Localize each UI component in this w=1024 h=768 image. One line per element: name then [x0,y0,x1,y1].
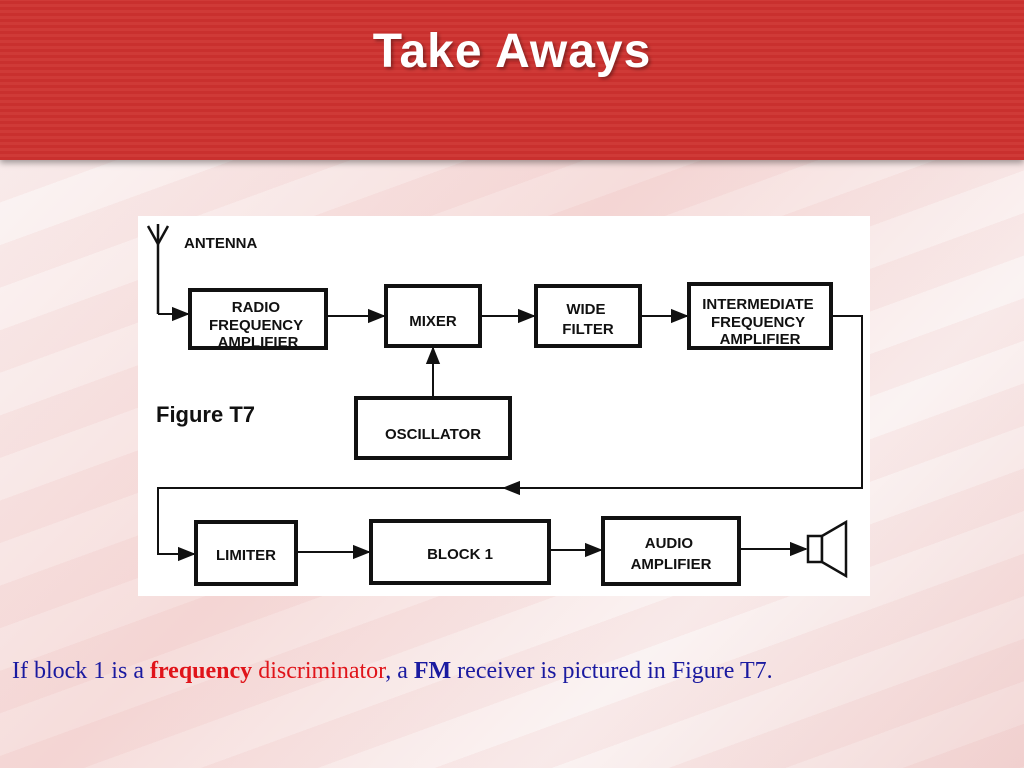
wide-filter-block [534,284,642,348]
receiver-block-diagram: ANTENNA RADIO FREQUENCY AMPLIFIER MIXER … [146,224,863,586]
limiter-label: LIMITER [216,547,276,564]
caption-part-2: discriminator [252,658,386,684]
block-1-label: BLOCK 1 [427,546,493,563]
figure-label: Figure T7 [156,402,255,427]
antenna-label: ANTENNA [184,235,257,252]
if-line-3: AMPLIFIER [720,331,801,348]
title-banner: Take Aways [0,0,1024,160]
rf-line-2: FREQUENCY [209,317,303,334]
speaker-icon [806,519,848,579]
slide-title: Take Aways [372,25,652,78]
svg-text:WIDE FILTER: WIDE FILTER [562,301,614,338]
caption-text: If block 1 is a frequency discriminator,… [12,655,1012,687]
filter-line-2: FILTER [562,321,614,338]
rf-line-1: RADIO [232,299,281,316]
audio-line-2: AMPLIFIER [631,556,712,573]
audio-amplifier-block [601,516,741,586]
oscillator-label: OSCILLATOR [385,426,481,443]
if-line-1: INTERMEDIATE [702,296,813,313]
rf-line-3: AMPLIFIER [218,334,299,351]
if-amplifier-block [687,282,833,350]
oscillator-block [354,396,512,460]
mixer-label: MIXER [409,313,457,330]
caption-word-frequency: frequency [149,658,253,684]
caption-part-3: , a [385,658,414,684]
caption-word-fm: FM [413,658,452,684]
caption-part-1: If block 1 is a [12,658,150,684]
block-diagram-figure: ANTENNA RADIO FREQUENCY AMPLIFIER MIXER … [138,216,870,596]
svg-text:AUDIO AMPLIFIER: AUDIO AMPLIFIER [631,535,712,573]
rf-amplifier-block [188,288,328,350]
antenna-icon [146,224,170,314]
svg-text:RADIO FREQUENCY: RADIO FREQUENCY AMPLIFIER [209,299,307,351]
audio-line-1: AUDIO [645,535,694,552]
caption-part-4: receiver is pictured in Figure T7. [451,658,773,684]
if-line-2: FREQUENCY [711,314,805,331]
filter-line-1: WIDE [566,301,605,318]
block-1 [369,519,551,585]
svg-text:INTERMEDIATE FREQUENCY: INTERMEDIATE FREQUENCY AMPLIFIER [702,296,818,348]
